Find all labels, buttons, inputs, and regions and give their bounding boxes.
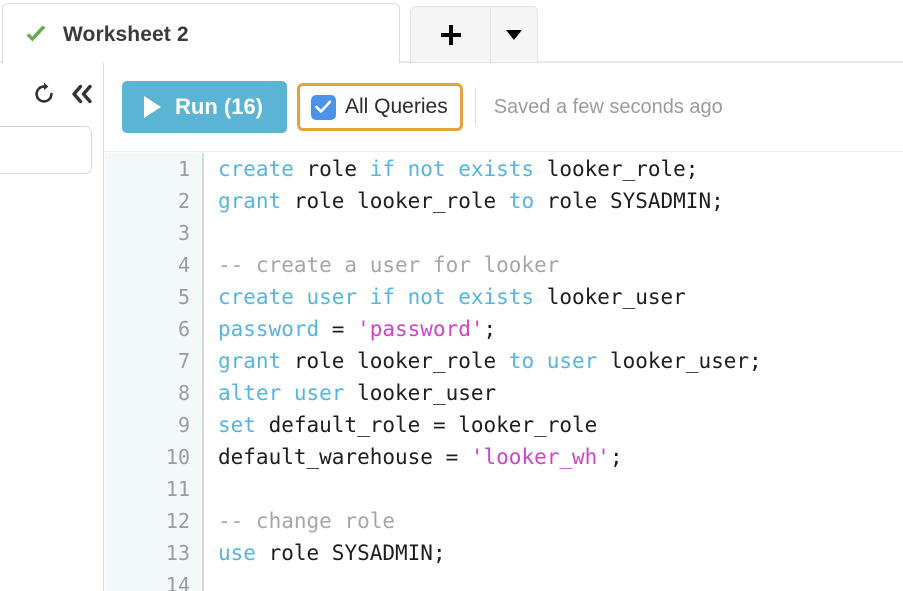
collapse-panel-button[interactable] bbox=[69, 81, 95, 107]
code-token: default_warehouse = bbox=[218, 445, 471, 469]
line-number: 6 bbox=[177, 317, 190, 341]
line-number: 9 bbox=[177, 413, 190, 437]
line-number: 5 bbox=[177, 285, 190, 309]
code-token: to user bbox=[508, 349, 598, 373]
line-number: 3 bbox=[177, 221, 190, 245]
code-token: looker_user bbox=[344, 381, 497, 405]
tab-bar: Worksheet 2 bbox=[0, 0, 903, 65]
code-line[interactable]: password = 'password'; bbox=[218, 313, 903, 345]
line-number: 8 bbox=[177, 381, 190, 405]
code-line[interactable]: create user if not exists looker_user bbox=[218, 281, 903, 313]
code-token: role bbox=[293, 157, 370, 181]
code-token: role SYSADMIN; bbox=[534, 189, 724, 213]
left-panel bbox=[0, 63, 104, 591]
saved-status: Saved a few seconds ago bbox=[493, 95, 723, 118]
play-icon bbox=[144, 96, 161, 118]
run-button[interactable]: Run (16) bbox=[122, 81, 287, 133]
line-number: 1 bbox=[177, 157, 190, 181]
code-line[interactable]: -- change role bbox=[218, 505, 903, 537]
tab-worksheet-2[interactable]: Worksheet 2 bbox=[2, 3, 400, 65]
tab-actions-group bbox=[410, 6, 538, 63]
code-token: set bbox=[218, 413, 256, 437]
all-queries-toggle[interactable]: All Queries bbox=[297, 83, 463, 131]
line-number: 11 bbox=[165, 477, 190, 501]
code-token: default_role = looker_role bbox=[255, 413, 598, 437]
line-number: 2 bbox=[177, 189, 190, 213]
code-line[interactable] bbox=[218, 473, 903, 505]
left-panel-toolbar bbox=[31, 81, 95, 107]
editor-code-area[interactable]: create role if not exists looker_role;gr… bbox=[206, 153, 903, 591]
checkmark-icon bbox=[315, 100, 332, 113]
line-number: 14 bbox=[165, 573, 190, 591]
left-panel-field[interactable] bbox=[0, 126, 92, 174]
code-token: grant bbox=[218, 189, 282, 213]
code-token: create user if not exists bbox=[218, 285, 535, 309]
code-token: 'looker_wh' bbox=[470, 445, 610, 469]
code-token: use bbox=[218, 541, 256, 565]
caret-down-icon bbox=[506, 29, 522, 40]
code-line[interactable]: -- create a user for looker bbox=[218, 249, 903, 281]
code-token: looker_role; bbox=[534, 157, 699, 181]
code-token: create bbox=[218, 157, 294, 181]
code-line[interactable] bbox=[218, 217, 903, 249]
run-button-label: Run (16) bbox=[175, 94, 263, 119]
all-queries-checkbox[interactable] bbox=[311, 94, 336, 120]
code-line[interactable]: use role SYSADMIN; bbox=[218, 537, 903, 569]
code-token: role looker_role bbox=[281, 189, 509, 213]
toolbar-divider bbox=[474, 88, 476, 126]
code-token: ; bbox=[483, 317, 497, 341]
line-number: 13 bbox=[165, 541, 190, 565]
code-line[interactable] bbox=[218, 569, 903, 591]
code-token: = bbox=[319, 317, 358, 341]
code-token: alter user bbox=[218, 381, 345, 405]
code-token: 'password' bbox=[357, 317, 484, 341]
check-icon bbox=[26, 25, 46, 41]
code-token: role SYSADMIN; bbox=[255, 541, 446, 565]
line-number: 4 bbox=[177, 253, 190, 277]
tab-menu-button[interactable] bbox=[490, 6, 538, 63]
code-token: if not exists bbox=[369, 157, 535, 181]
code-token: looker_user; bbox=[597, 349, 762, 373]
code-token: looker_user bbox=[534, 285, 686, 309]
double-chevron-left-icon bbox=[72, 84, 92, 104]
code-token: grant bbox=[218, 349, 282, 373]
refresh-icon bbox=[35, 82, 53, 103]
code-line[interactable]: grant role looker_role to role SYSADMIN; bbox=[218, 185, 903, 217]
plus-icon bbox=[440, 24, 462, 46]
tab-title: Worksheet 2 bbox=[63, 22, 189, 46]
code-token: password bbox=[218, 317, 320, 341]
code-line[interactable]: grant role looker_role to user looker_us… bbox=[218, 345, 903, 377]
code-line[interactable]: alter user looker_user bbox=[218, 377, 903, 409]
refresh-button[interactable] bbox=[31, 81, 57, 107]
all-queries-label: All Queries bbox=[345, 95, 448, 118]
code-line[interactable]: default_warehouse = 'looker_wh'; bbox=[218, 441, 903, 473]
line-number: 7 bbox=[177, 349, 190, 373]
code-token: ; bbox=[609, 445, 623, 469]
code-token: to bbox=[508, 189, 535, 213]
code-token: -- create a user for looker bbox=[218, 253, 560, 277]
new-worksheet-button[interactable] bbox=[410, 6, 490, 63]
editor-toolbar: Run (16) All Queries Saved a few seconds… bbox=[105, 63, 903, 152]
code-line[interactable]: set default_role = looker_role bbox=[218, 409, 903, 441]
code-line[interactable]: create role if not exists looker_role; bbox=[218, 153, 903, 185]
line-number: 10 bbox=[165, 445, 190, 469]
line-number: 12 bbox=[165, 509, 190, 533]
code-token: -- change role bbox=[218, 509, 396, 533]
code-token: role looker_role bbox=[281, 349, 509, 373]
